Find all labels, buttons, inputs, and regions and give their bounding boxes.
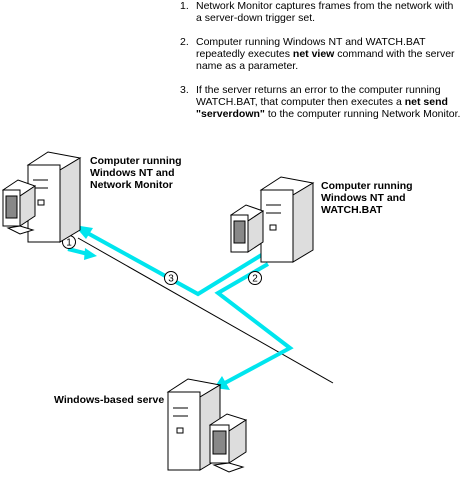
step-list: 1.Network Monitor captures frames from t… xyxy=(180,0,462,132)
svg-text:3: 3 xyxy=(168,274,174,285)
watch-computer-label: Computer running Windows NT and WATCH.BA… xyxy=(321,180,413,216)
net-view-arrow xyxy=(214,262,294,386)
monitor-computer-icon xyxy=(1,151,82,243)
step-1: 1.Network Monitor captures frames from t… xyxy=(180,0,454,24)
step-2: 2.Computer running Windows NT and WATCH.… xyxy=(180,36,455,72)
capture-arrowhead xyxy=(84,248,97,260)
server-label: Windows-based serve xyxy=(54,394,165,406)
svg-text:1: 1 xyxy=(66,238,72,249)
net-send-arrow xyxy=(81,228,270,297)
monitor-computer-label: Computer running Windows NT and Network … xyxy=(90,155,182,191)
svg-text:2: 2 xyxy=(252,274,258,285)
watch-computer-icon xyxy=(229,176,315,263)
network-cable xyxy=(77,237,334,384)
step-3: 3.If the server returns an error to the … xyxy=(180,84,461,120)
server-icon xyxy=(166,378,248,473)
callout-3: 3 xyxy=(164,271,178,285)
callout-2: 2 xyxy=(248,271,262,285)
